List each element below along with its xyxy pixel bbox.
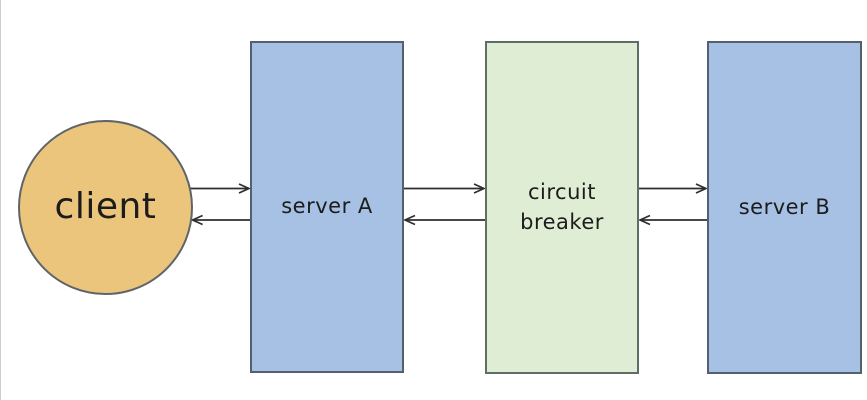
node-server-a: server A — [250, 41, 404, 373]
node-server-a-label: server A — [281, 194, 373, 219]
node-server-b: server B — [707, 41, 862, 374]
node-client-label: client — [54, 186, 157, 228]
node-server-b-label: server B — [738, 194, 831, 219]
node-circuit-breaker: circuit breaker — [485, 41, 639, 374]
node-client: client — [18, 120, 193, 295]
node-circuit-breaker-label: circuit breaker — [520, 180, 604, 234]
